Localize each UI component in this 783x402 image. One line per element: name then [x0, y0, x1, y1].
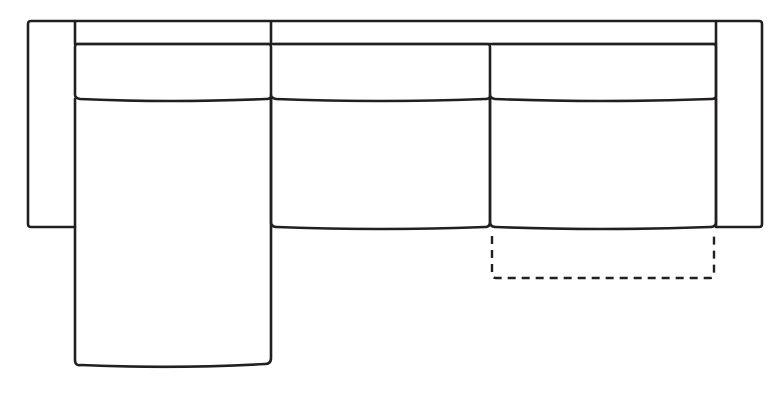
middle-back-cushion — [269, 42, 492, 103]
middle-seat-cushion — [269, 97, 492, 231]
right-back-cushion — [488, 42, 718, 103]
left-arm — [26, 19, 77, 229]
right-arm — [714, 19, 764, 229]
optional-ottoman-outline — [490, 236, 716, 280]
right-seat-cushion — [488, 97, 718, 231]
back-frame — [73, 19, 718, 46]
chaise-seat-cushion — [73, 97, 273, 369]
chaise-back-cushion — [73, 42, 273, 103]
